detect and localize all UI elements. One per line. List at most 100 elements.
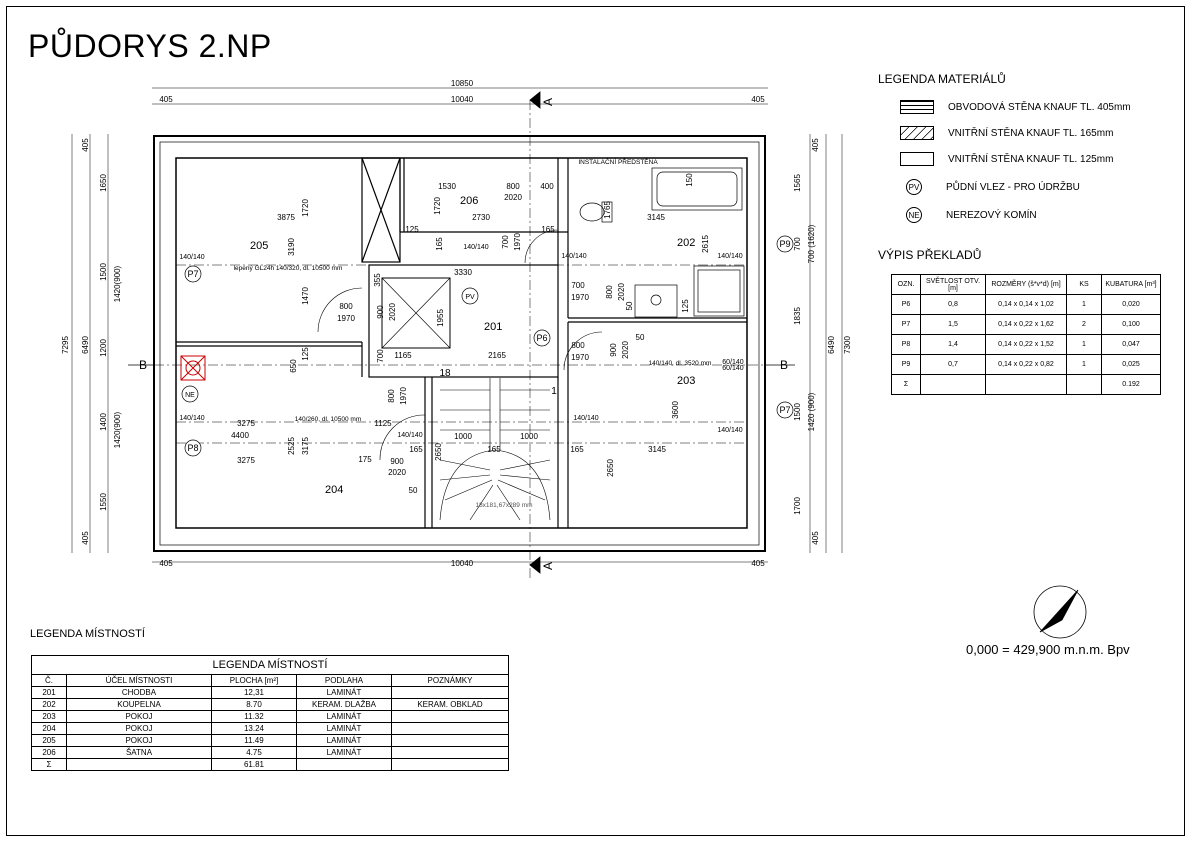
dim-140e: 140/140 xyxy=(717,253,742,260)
table-cell: P6 xyxy=(891,294,921,315)
column-header: ÚČEL MÍSTNOSTI xyxy=(66,674,212,687)
dim-1970c: 1970 xyxy=(513,233,522,251)
rooms-table: LEGENDA MÍSTNOSTÍ Č. ÚČEL MÍSTNOSTI PLOC… xyxy=(31,655,509,771)
opening-p6: P6 xyxy=(536,333,547,343)
label-steps: 18x181,67x289 mm xyxy=(475,502,532,509)
table-cell xyxy=(296,758,392,771)
table-cell: 1,5 xyxy=(920,314,986,335)
room-201-number: 201 xyxy=(484,321,502,333)
lintels-table: OZN. SVĚTLOST OTV. [m] ROZMĚRY (š*v*d) [… xyxy=(891,274,1161,395)
dim-3875: 3875 xyxy=(277,213,295,222)
table-cell xyxy=(391,746,509,759)
table-cell xyxy=(391,734,509,747)
table-cell xyxy=(1066,374,1102,395)
dim-3145a: 3145 xyxy=(647,213,665,222)
label-beam-1: lepený GL24h 140/320, dl. 10500 mm xyxy=(234,265,343,272)
table-cell: 201 xyxy=(31,686,67,699)
dim-left-405b: 405 xyxy=(81,531,90,545)
table-cell: 2 xyxy=(1066,314,1102,335)
table-cell: Σ xyxy=(31,758,67,771)
table-cell: 202 xyxy=(31,698,67,711)
table-cell: KERAM. DLAŽBA xyxy=(296,698,392,711)
table-cell: 206 xyxy=(31,746,67,759)
table-cell xyxy=(391,722,509,735)
table-row: 202 KOUPELNA 8.70 KERAM. DLAŽBA KERAM. O… xyxy=(31,698,509,711)
opening-p9: P9 xyxy=(779,239,790,249)
dim-700d: 700 xyxy=(571,281,585,290)
opening-p7b: P7 xyxy=(779,405,790,415)
opening-ne: NE xyxy=(185,392,195,399)
table-cell: KERAM. OBKLAD xyxy=(391,698,509,711)
table-row: P9 0,7 0,14 x 0,22 x 0,82 1 0,025 xyxy=(891,354,1161,375)
table-row: Σ 0.192 xyxy=(891,374,1161,395)
table-cell: P8 xyxy=(891,334,921,355)
dim-800b: 800 xyxy=(506,182,520,191)
column-header: SVĚTLOST OTV. [m] xyxy=(920,274,986,295)
dim-right-1700: 1700 xyxy=(793,497,802,515)
table-cell xyxy=(391,686,509,699)
dim-2525: 2525 xyxy=(287,437,296,455)
dim-right-1500: 1500 xyxy=(793,403,802,421)
dim-right-700b: 700 (1620) xyxy=(807,224,816,263)
dim-165d: 165 xyxy=(487,445,501,454)
dim-900c: 900 xyxy=(390,457,404,466)
dim-1970e: 1970 xyxy=(399,387,408,405)
table-cell: 0.192 xyxy=(1101,374,1161,395)
dim-2730: 2730 xyxy=(472,213,490,222)
material-label: VNITŘNÍ STĚNA KNAUF TL. 125mm xyxy=(948,153,1114,165)
column-header: KUBATURA [m³] xyxy=(1101,274,1161,295)
table-cell: 204 xyxy=(31,722,67,735)
room-205-number: 205 xyxy=(250,240,268,252)
table-cell: P9 xyxy=(891,354,921,375)
table-row: 204 POKOJ 13.24 LAMINÁT xyxy=(31,722,509,735)
table-cell: LAMINÁT xyxy=(296,734,392,747)
opening-p7a: P7 xyxy=(187,269,198,279)
opening-p8: P8 xyxy=(187,443,198,453)
dim-right-405a: 405 xyxy=(811,138,820,152)
dim-1: 1 xyxy=(551,386,557,397)
lintels-heading: VÝPIS PŘEKLADŮ xyxy=(878,248,982,262)
dim-3600: 3600 xyxy=(671,401,680,419)
elevation-reference: 0,000 = 429,900 m.n.m. Bpv xyxy=(966,642,1130,657)
dim-150: 150 xyxy=(685,173,694,187)
table-cell: P7 xyxy=(891,314,921,335)
dim-650: 650 xyxy=(289,359,298,373)
dim-3175: 3175 xyxy=(301,437,310,455)
dim-left-1400: 1400 xyxy=(99,413,108,431)
dim-1955: 1955 xyxy=(436,309,445,327)
section-b-right: B xyxy=(780,358,788,372)
dim-50c: 50 xyxy=(409,486,418,495)
dim-right-700: 700 xyxy=(793,237,802,251)
dim-800e: 800 xyxy=(387,389,396,403)
dim-left-total: 7295 xyxy=(61,336,70,354)
dim-2020e: 2020 xyxy=(388,468,406,477)
materials-legend: LEGENDA MATERIÁLŮ OBVODOVÁ STĚNA KNAUF T… xyxy=(878,72,1168,228)
dim-left-1200: 1200 xyxy=(99,339,108,357)
dim-1720a: 1720 xyxy=(301,199,310,217)
dim-400: 400 xyxy=(540,182,554,191)
ne-symbol-icon: NE xyxy=(906,207,922,223)
dim-140b: 140/140 xyxy=(179,415,204,422)
table-cell: 0,8 xyxy=(920,294,986,315)
circle-markers xyxy=(181,235,794,457)
section-b-left: B xyxy=(139,358,147,372)
beam-lines xyxy=(154,100,765,580)
dim-1970f: 1970 xyxy=(571,353,589,362)
dim-3145b: 3145 xyxy=(648,445,666,454)
staircase xyxy=(439,378,551,521)
table-row: 205 POKOJ 11.49 LAMINÁT xyxy=(31,734,509,747)
column-header: KS xyxy=(1066,274,1102,295)
dim-right-sub: 6490 xyxy=(827,336,836,354)
dim-left-sub: 6490 xyxy=(81,336,90,354)
room-203-number: 203 xyxy=(677,375,695,387)
dimension-lines xyxy=(71,87,843,563)
dim-4400: 4400 xyxy=(231,431,249,440)
dim-bottom-inner: 10040 xyxy=(451,559,474,568)
dim-right-1565: 1565 xyxy=(793,174,802,192)
table-cell xyxy=(391,758,509,771)
table-cell: 0,14 x 0,14 x 1,02 xyxy=(985,294,1067,315)
table-row: 206 ŠATNA 4.75 LAMINÁT xyxy=(31,746,509,759)
north-arrow xyxy=(1033,585,1087,639)
symbol-label: PŮDNÍ VLEZ - PRO ÚDRŽBU xyxy=(946,181,1080,193)
